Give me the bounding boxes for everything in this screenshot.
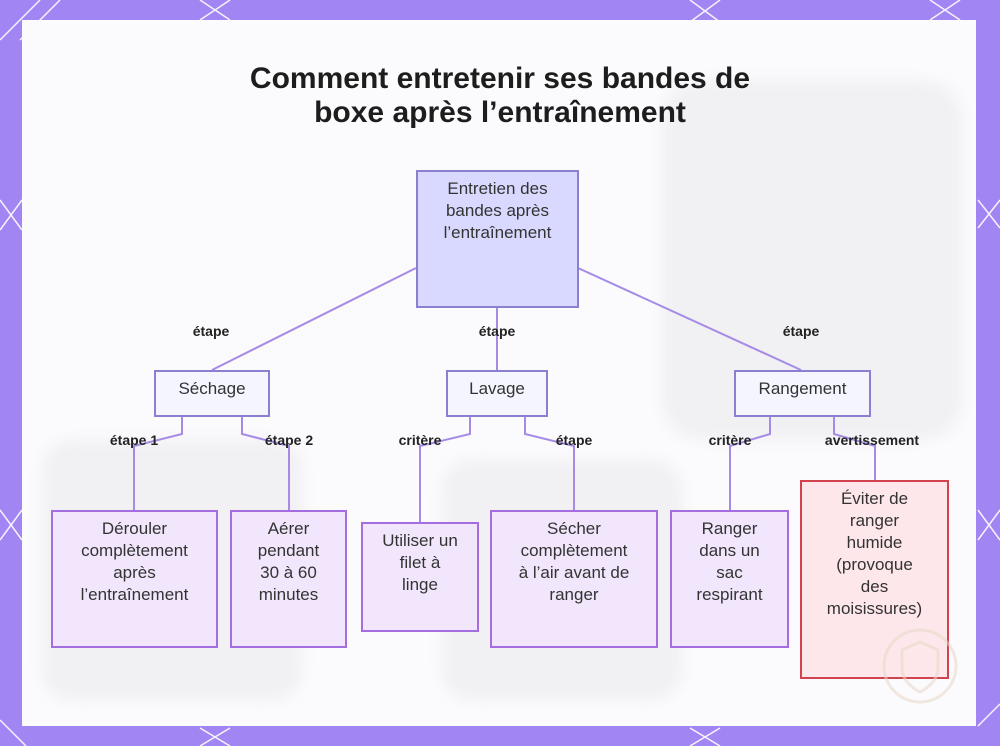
leaf-node-secher[interactable]: Sécher complètement à l’air avant de ran…: [490, 510, 658, 648]
leaf-node-derouler[interactable]: Dérouler complètement après l’entraîneme…: [51, 510, 218, 648]
edge-root-rangement: [578, 268, 801, 370]
category-label: Lavage: [469, 378, 525, 400]
category-node-sechage[interactable]: Séchage: [154, 370, 270, 417]
edge-rangement-eviter: [834, 417, 875, 480]
root-node[interactable]: Entretien des bandes après l’entraînemen…: [416, 170, 579, 308]
edge-root-sechage: [212, 268, 416, 370]
leaf-label: Ranger dans un sac respirant: [696, 518, 762, 606]
edge-lavage-secher: [525, 417, 574, 510]
category-node-lavage[interactable]: Lavage: [446, 370, 548, 417]
leaf-node-aerer[interactable]: Aérer pendant 30 à 60 minutes: [230, 510, 347, 648]
edge-label: avertissement: [825, 432, 919, 448]
category-label: Rangement: [759, 378, 847, 400]
shield-watermark-icon: [880, 626, 960, 706]
edge-sechage-derouler: [134, 417, 182, 510]
edge-label: étape: [783, 323, 820, 339]
category-label: Séchage: [178, 378, 245, 400]
leaf-label: Éviter de ranger humide (provoque des mo…: [827, 488, 922, 620]
edge-label: critère: [399, 432, 442, 448]
edge-sechage-aerer: [242, 417, 289, 510]
edge-label: étape: [193, 323, 230, 339]
edge-label: critère: [709, 432, 752, 448]
leaf-node-filet[interactable]: Utiliser un filet à linge: [361, 522, 479, 632]
edge-label: étape: [479, 323, 516, 339]
edge-label: étape 2: [265, 432, 313, 448]
leaf-label: Sécher complètement à l’air avant de ran…: [519, 518, 630, 606]
leaf-label: Dérouler complètement après l’entraîneme…: [81, 518, 189, 606]
leaf-label: Aérer pendant 30 à 60 minutes: [258, 518, 319, 606]
edge-rangement-ranger: [730, 417, 770, 510]
leaf-label: Utiliser un filet à linge: [382, 530, 458, 596]
leaf-node-ranger[interactable]: Ranger dans un sac respirant: [670, 510, 789, 648]
root-node-label: Entretien des bandes après l’entraînemen…: [444, 178, 552, 244]
category-node-rangement[interactable]: Rangement: [734, 370, 871, 417]
edge-label: étape: [556, 432, 593, 448]
edge-label: étape 1: [110, 432, 158, 448]
